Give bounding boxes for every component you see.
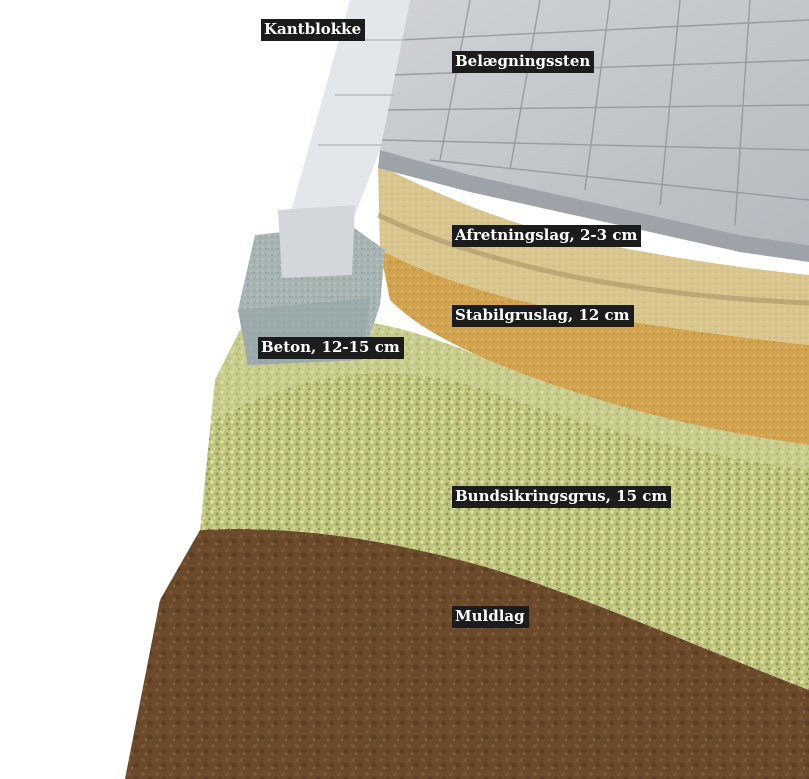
kantblokke-front <box>278 205 355 278</box>
label-stabilgruslag: Stabilgruslag, 12 cm <box>452 305 634 327</box>
label-belaegningssten: Belægningssten <box>452 51 595 73</box>
label-kantblokke: Kantblokke <box>261 19 366 41</box>
label-beton: Beton, 12-15 cm <box>258 337 404 359</box>
label-bundsikringsgrus: Bundsikringsgrus, 15 cm <box>452 486 672 508</box>
stabilgruslag-layer <box>380 250 809 445</box>
belaegningssten-front-edge <box>378 150 809 262</box>
muldlag-layer <box>125 529 809 779</box>
label-muldlag: Muldlag <box>452 606 529 628</box>
afretningslag-layer <box>378 165 809 345</box>
afretningslag-shadow-line <box>376 212 809 306</box>
label-afretningslag: Afretningslag, 2-3 cm <box>452 225 642 247</box>
kantblokke-top <box>290 0 410 215</box>
